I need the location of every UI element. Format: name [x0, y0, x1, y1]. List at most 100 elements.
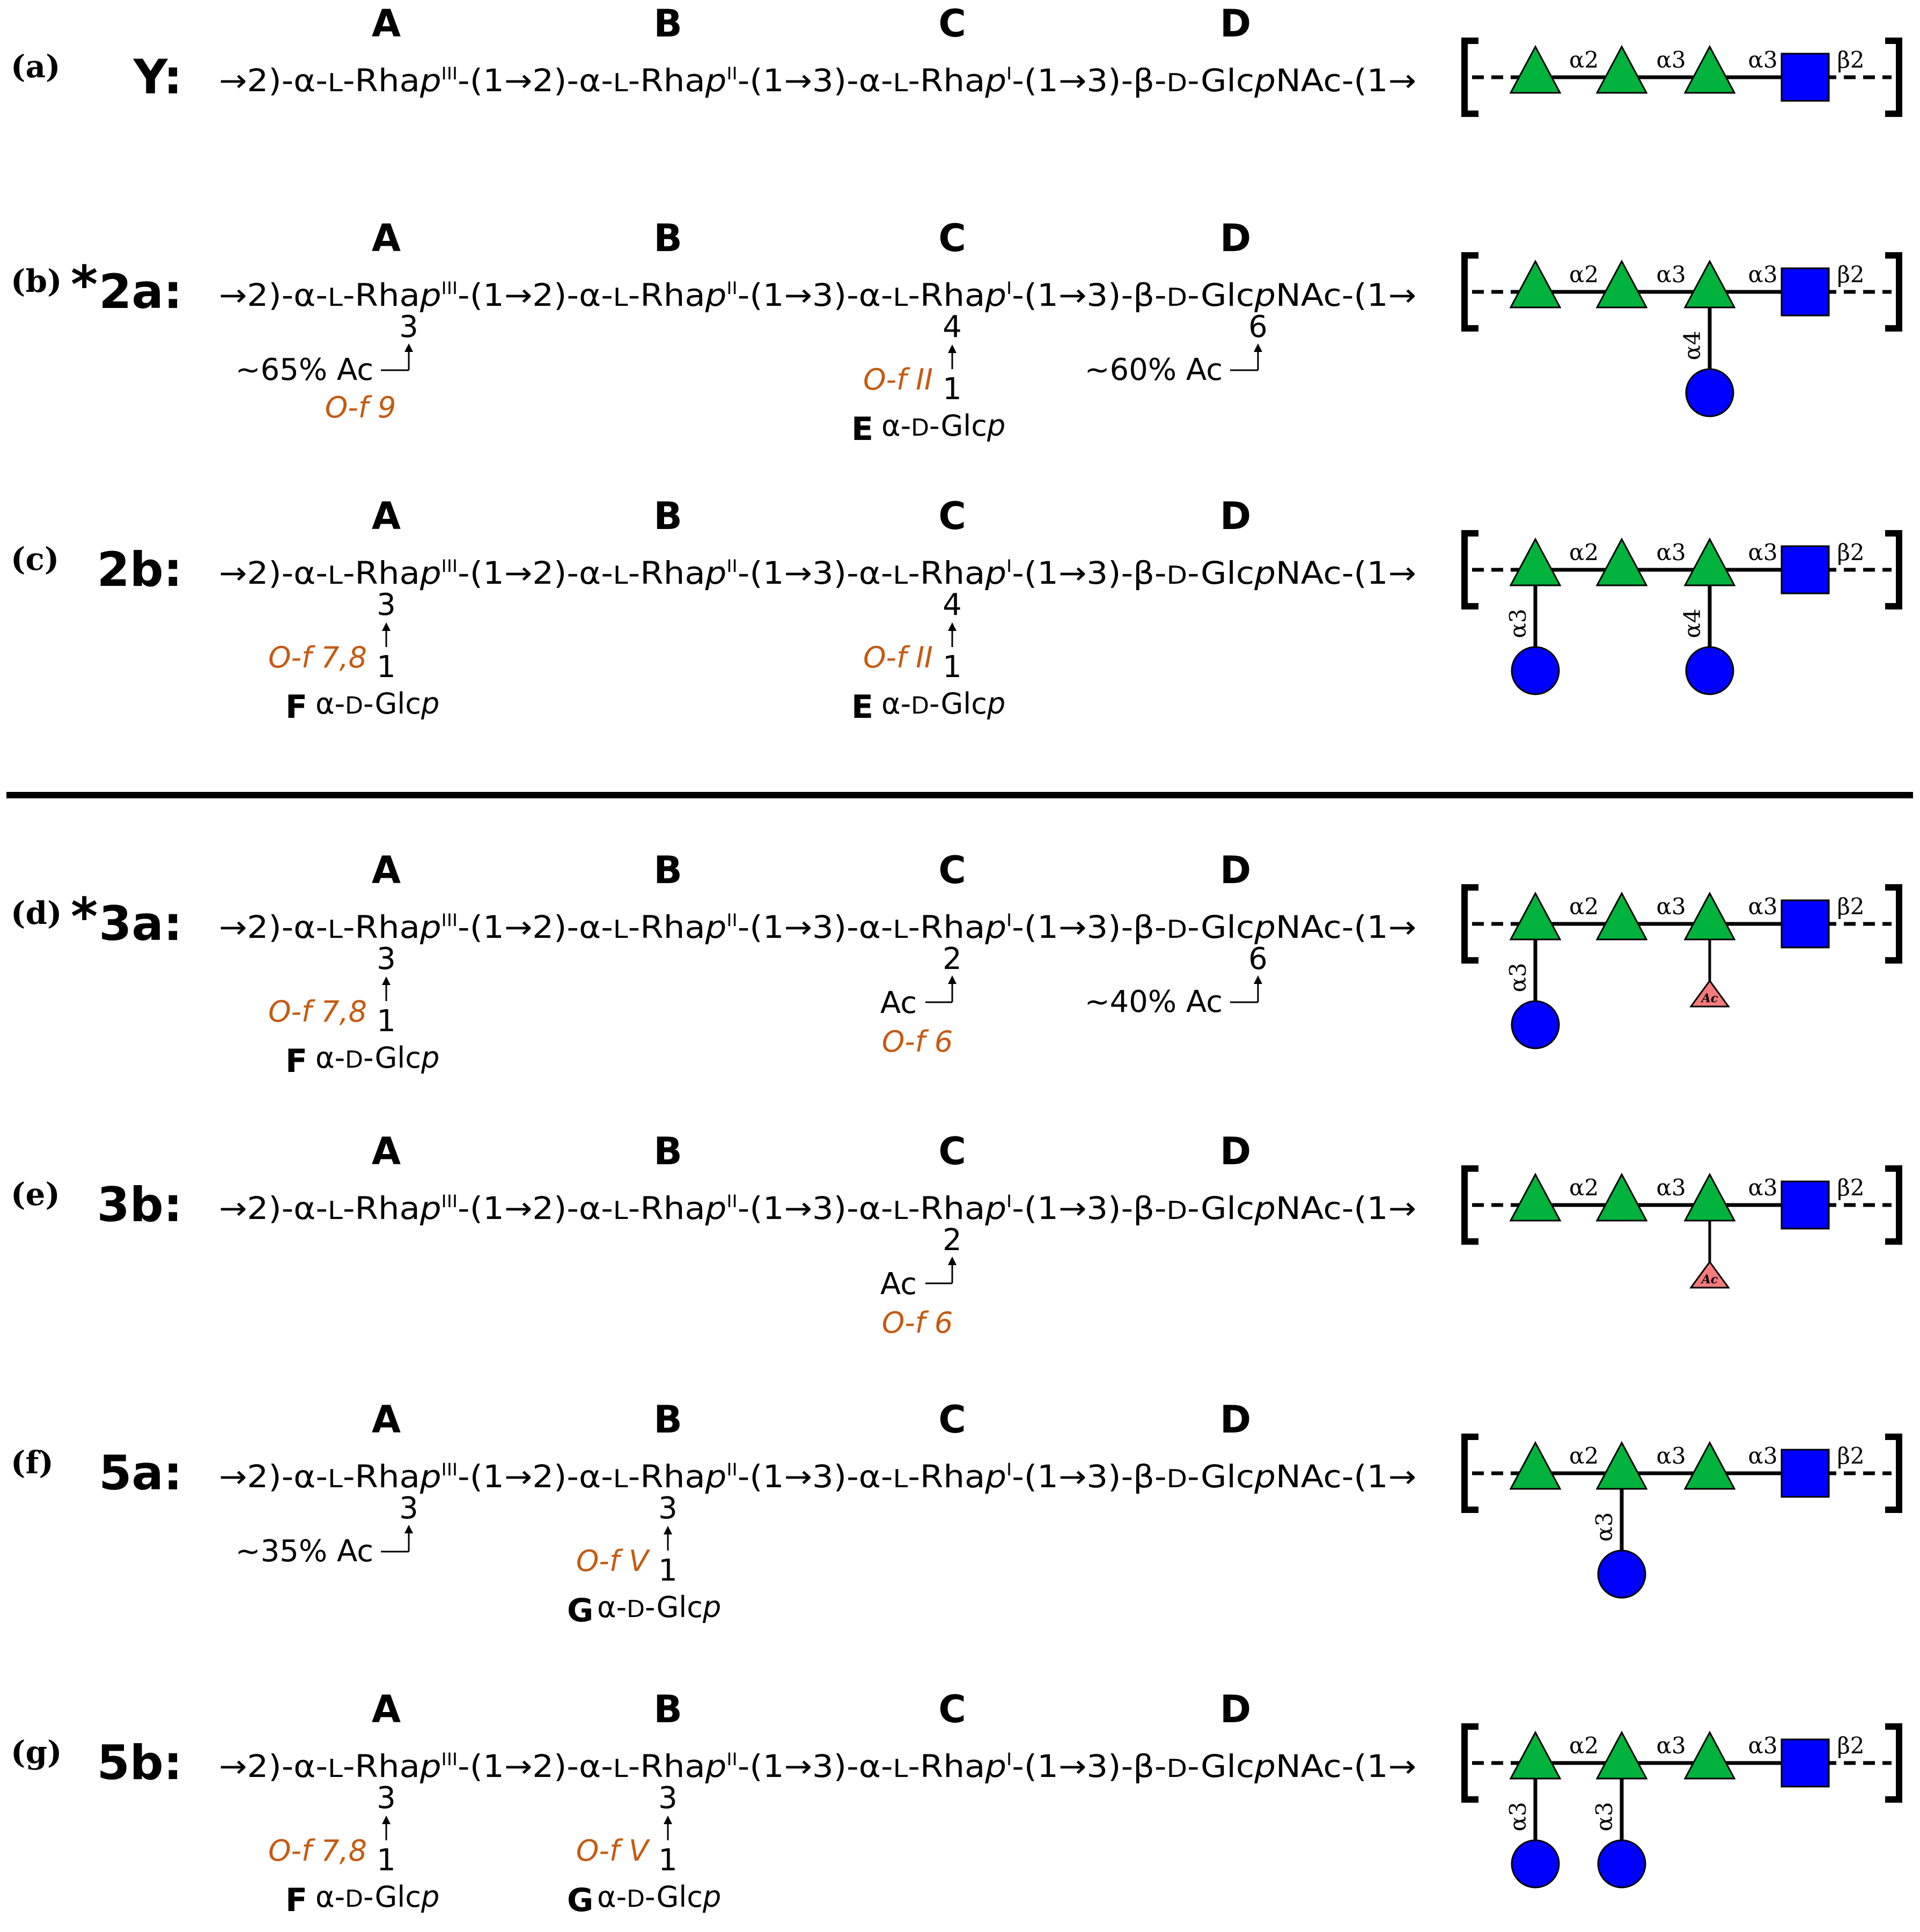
- position-number: 4: [943, 587, 962, 622]
- linkage-label: β2: [1837, 539, 1864, 565]
- rhamnose-triangle: [1509, 1441, 1562, 1490]
- repeat-bracket-left: [1461, 38, 1478, 117]
- acetyl-triangle: [1689, 979, 1730, 1008]
- linkage-label: α3: [1748, 47, 1777, 73]
- rhamnose-triangle: [1509, 259, 1562, 308]
- residue-letter: E: [851, 410, 873, 448]
- repeat-bracket-right: [1885, 252, 1902, 332]
- glcnac-square: [1781, 899, 1830, 949]
- chain-seg: →2)-α-: [219, 1748, 328, 1784]
- chain-config: L: [613, 1196, 628, 1225]
- glc-config: D: [345, 1046, 363, 1074]
- chain-ring: p: [984, 1748, 1006, 1784]
- panel-tag: (b): [11, 263, 62, 299]
- chain-ring: p: [984, 62, 1006, 99]
- chain-seg: -(1→3)-α-: [738, 62, 893, 99]
- chain-config: L: [328, 1464, 343, 1493]
- residue-letter-d: D: [1220, 216, 1251, 260]
- chain-seg: -(1→2)-α-: [458, 1190, 613, 1226]
- chain-superscript: I: [1006, 910, 1012, 930]
- glc-ring: p: [421, 1041, 439, 1075]
- chain-config: L: [328, 1196, 343, 1225]
- chain-superscript: III: [442, 63, 458, 84]
- panel-tag: (a): [11, 48, 60, 85]
- glc-name: -Glc: [929, 687, 987, 721]
- glc-name: -Glc: [363, 1041, 421, 1075]
- chain-seg: -(1→2)-α-: [458, 555, 613, 591]
- ofa-label: O-f 6: [882, 1025, 953, 1059]
- chain-superscript: II: [726, 1749, 737, 1769]
- chain-config: L: [328, 915, 343, 944]
- rhamnose-triangle: [1595, 891, 1648, 941]
- rhamnose-triangle: [1683, 1172, 1736, 1222]
- chain-seg: -Rha: [628, 1458, 705, 1495]
- linkage-label: α2: [1569, 1174, 1599, 1201]
- residue-letter-a: A: [372, 1398, 401, 1442]
- chain-seg: →2)-α-: [219, 1190, 328, 1226]
- compound-name: 3a:: [99, 896, 182, 951]
- glucose-circle: [1511, 646, 1560, 695]
- compound-name: 3b:: [97, 1177, 182, 1232]
- chain-superscript: III: [442, 910, 458, 930]
- chain-ring: p: [984, 277, 1006, 313]
- glc-anomer: α-: [597, 1590, 627, 1624]
- chain-seg: -Rha: [343, 1748, 420, 1784]
- linkage-label: α3: [1656, 539, 1686, 565]
- position-number: 6: [1248, 942, 1268, 976]
- position-number: 3: [399, 310, 418, 344]
- linkage-label: α3: [1748, 539, 1777, 565]
- chain-seg: -(1→3)-β-: [1012, 909, 1166, 945]
- chain-seg: →2)-α-: [219, 1458, 328, 1495]
- linkage-label: α3: [1656, 1443, 1686, 1469]
- chain-seg: -Rha: [343, 277, 420, 313]
- chain-superscript: II: [726, 63, 737, 84]
- linkage-label: α2: [1569, 1732, 1599, 1759]
- glucose-circle: [1511, 1839, 1560, 1889]
- chain-config: D: [1167, 915, 1188, 944]
- position-number: 3: [658, 1491, 678, 1526]
- acetyl-label: ~65% Ac: [236, 352, 373, 387]
- rhamnose-triangle: [1683, 259, 1736, 308]
- chain-seg: NAc-(1→: [1276, 1458, 1416, 1495]
- glc-anomer: α-: [597, 1880, 627, 1914]
- chain-seg: NAc-(1→: [1276, 277, 1416, 313]
- glucose-circle: [1685, 368, 1734, 417]
- position-number: 1: [658, 1553, 678, 1588]
- glc-config: D: [627, 1885, 645, 1913]
- glc-ring: p: [421, 687, 439, 721]
- chain-seg: -(1→3)-α-: [738, 1190, 893, 1226]
- glc-label: α-D-Glcp: [597, 1880, 721, 1914]
- glc-label: α-D-Glcp: [315, 1041, 439, 1075]
- chain-config: D: [1167, 283, 1188, 312]
- acetyl-triangle-label: Ac: [1701, 1273, 1718, 1287]
- repeat-bracket-right: [1885, 1723, 1902, 1803]
- residue-letter-c: C: [938, 848, 966, 892]
- chain-seg: -Rha: [343, 1458, 420, 1495]
- chain-seg: -(1→3)-β-: [1012, 1190, 1166, 1226]
- residue-letter-c: C: [938, 1687, 966, 1731]
- glc-label: α-D-Glcp: [315, 1880, 439, 1914]
- chain-ring: p: [420, 555, 442, 591]
- arrow-head: [382, 622, 391, 631]
- chain-ring: p: [1254, 1748, 1276, 1784]
- ofa-label: O-f 6: [882, 1306, 953, 1340]
- residue-letter-c: C: [938, 1398, 966, 1442]
- chain-config: L: [328, 1754, 343, 1783]
- arrow-head: [948, 975, 957, 984]
- rhamnose-triangle: [1683, 1730, 1736, 1780]
- glc-label: α-D-Glcp: [315, 687, 439, 721]
- chain-superscript: II: [726, 910, 737, 930]
- branch-linkage-label: α3: [1505, 608, 1531, 638]
- residue-letter-b: B: [653, 494, 682, 538]
- chain-seg: NAc-(1→: [1276, 1190, 1416, 1226]
- chain-superscript: I: [1006, 1191, 1012, 1211]
- chain-seg: NAc-(1→: [1276, 909, 1416, 945]
- chain-seg: -Glc: [1187, 62, 1254, 99]
- glucose-circle: [1597, 1839, 1646, 1889]
- glc-config: D: [345, 1885, 363, 1913]
- position-number: 3: [377, 942, 396, 976]
